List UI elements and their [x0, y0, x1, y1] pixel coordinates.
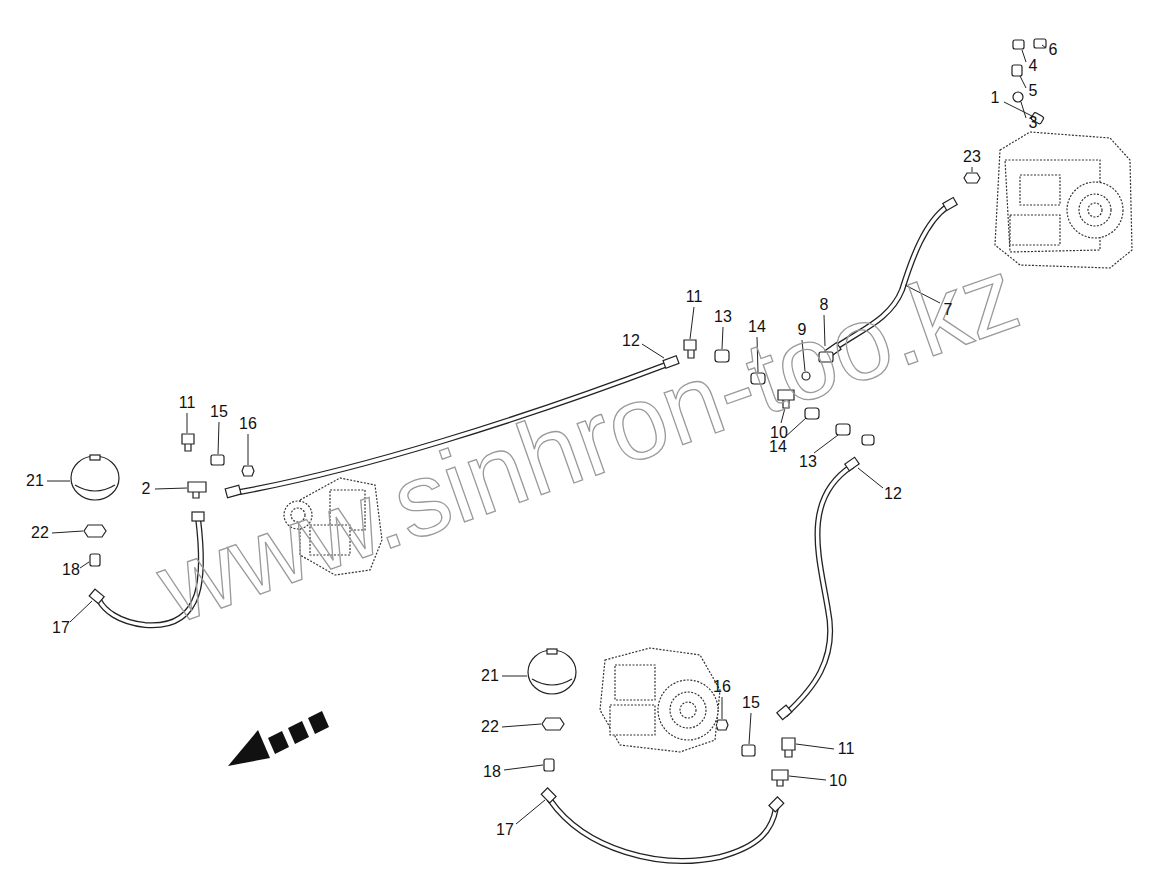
callout-number: 5	[1029, 83, 1038, 99]
callout-number: 16	[713, 679, 731, 695]
callout-number: 22	[31, 525, 49, 541]
callout-number: 8	[820, 297, 829, 313]
callout-number: 18	[483, 764, 501, 780]
callout-number: 21	[26, 473, 44, 489]
callout-number: 18	[62, 562, 80, 578]
callout-number: 12	[622, 333, 640, 349]
callout-number: 13	[799, 454, 817, 470]
callout-number: 2	[142, 481, 151, 497]
callout-number: 17	[496, 822, 514, 838]
callout-number: 16	[239, 416, 257, 432]
callout-number: 15	[210, 404, 228, 420]
callout-number: 1	[991, 90, 1000, 106]
callout-number: 23	[963, 149, 981, 165]
callout-number: 11	[838, 741, 855, 757]
callout-number: 6	[1049, 42, 1058, 58]
callout-number: 11	[686, 289, 703, 305]
callout-number: 3	[1029, 115, 1038, 131]
callout-number: 7	[944, 302, 953, 318]
callout-number: 9	[798, 322, 807, 338]
callout-number: 12	[884, 486, 902, 502]
callout-number: 21	[481, 668, 499, 684]
callout-number: 22	[481, 719, 499, 735]
callout-number: 17	[52, 620, 70, 636]
callout-number: 11	[179, 395, 196, 411]
callout-number: 13	[714, 309, 732, 325]
callout-number: 15	[742, 695, 760, 711]
watermark: www.sinhron-too.kz	[146, 240, 1031, 639]
callout-number: 14	[748, 319, 766, 335]
callout-number: 10	[829, 773, 847, 789]
callout-number: 14	[769, 439, 787, 455]
callout-number: 4	[1029, 58, 1038, 74]
